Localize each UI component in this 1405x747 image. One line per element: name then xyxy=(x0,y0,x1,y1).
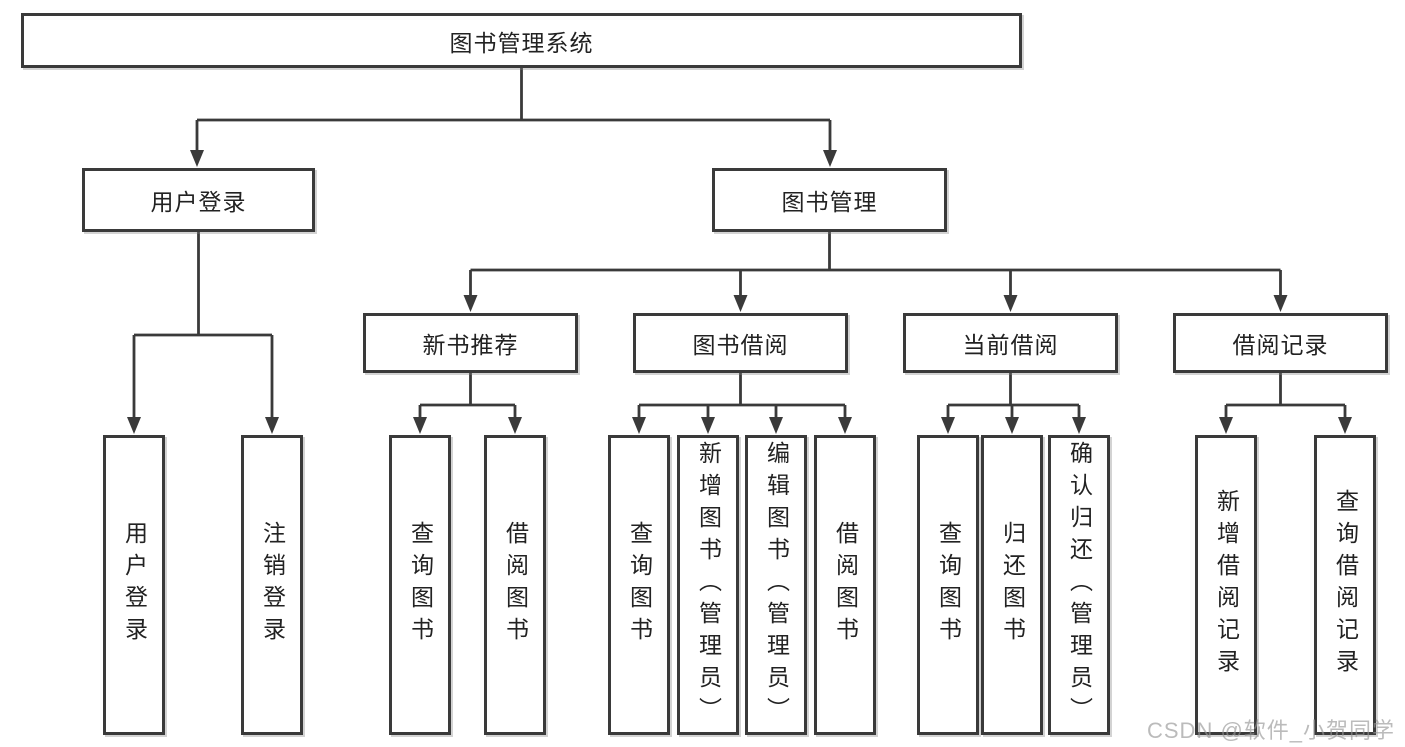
leaf-label: 归还图书 xyxy=(999,521,1026,649)
connector-borrowing-records-to-leaves xyxy=(1219,373,1352,434)
node-label: 图书借阅 xyxy=(692,332,789,358)
node-borrowing-records: 借阅记录 xyxy=(1173,313,1388,373)
csdn-watermark: CSDN @软件_小贺同学 xyxy=(1147,718,1396,743)
node-book-management-system: 图书管理系统 xyxy=(21,13,1022,68)
leaf-add-borrow-record: 新增借阅记录 xyxy=(1195,435,1257,735)
leaf-label: 注销登录 xyxy=(259,521,286,649)
leaf-label: 查询图书 xyxy=(935,521,962,649)
node-new-book-recommend: 新书推荐 xyxy=(363,313,578,373)
connector-new-book-recommend-to-leaves xyxy=(413,373,522,434)
leaf-logout: 注销登录 xyxy=(241,435,303,735)
leaf-label: 查询图书 xyxy=(407,521,434,649)
connector-current-borrowing-to-leaves xyxy=(941,373,1086,434)
connector-book-borrowing-to-leaves xyxy=(632,373,852,434)
leaf-label: 新增图书（管理员） xyxy=(695,441,722,729)
node-label: 图书管理系统 xyxy=(449,29,594,56)
leaf-label: 新增借阅记录 xyxy=(1213,489,1240,681)
leaf-edit-book-admin: 编辑图书（管理员） xyxy=(745,435,807,735)
leaf-label: 查询借阅记录 xyxy=(1332,489,1359,681)
leaf-query-books-recommend: 查询图书 xyxy=(389,435,451,735)
node-user-login: 用户登录 xyxy=(82,168,315,232)
node-book-borrowing: 图书借阅 xyxy=(633,313,848,373)
leaf-add-book-admin: 新增图书（管理员） xyxy=(677,435,739,735)
node-label: 新书推荐 xyxy=(422,332,519,358)
leaf-query-books-current: 查询图书 xyxy=(917,435,979,735)
node-label: 用户登录 xyxy=(150,189,247,215)
leaf-return-books: 归还图书 xyxy=(981,435,1043,735)
connector-root-to-level2 xyxy=(190,68,837,167)
leaf-label: 用户登录 xyxy=(121,521,148,649)
leaf-label: 查询图书 xyxy=(626,521,653,649)
connector-book-management-to-level3 xyxy=(463,232,1288,312)
leaf-borrow-books: 借阅图书 xyxy=(814,435,876,735)
node-label: 图书管理 xyxy=(781,189,878,215)
connector-user-login-to-leaves xyxy=(127,232,279,434)
leaf-label: 编辑图书（管理员） xyxy=(763,441,790,729)
node-current-borrowing: 当前借阅 xyxy=(903,313,1118,373)
leaf-borrow-books-recommend: 借阅图书 xyxy=(484,435,546,735)
node-label: 当前借阅 xyxy=(962,332,1059,358)
leaf-query-books-borrowing: 查询图书 xyxy=(608,435,670,735)
leaf-confirm-return-admin: 确认归还（管理员） xyxy=(1048,435,1110,735)
node-book-management: 图书管理 xyxy=(712,168,947,232)
leaf-query-borrow-record: 查询借阅记录 xyxy=(1314,435,1376,735)
node-label: 借阅记录 xyxy=(1232,332,1329,358)
leaf-user-login: 用户登录 xyxy=(103,435,165,735)
leaf-label: 借阅图书 xyxy=(502,521,529,649)
leaf-label: 借阅图书 xyxy=(832,521,859,649)
leaf-label: 确认归还（管理员） xyxy=(1066,441,1093,729)
